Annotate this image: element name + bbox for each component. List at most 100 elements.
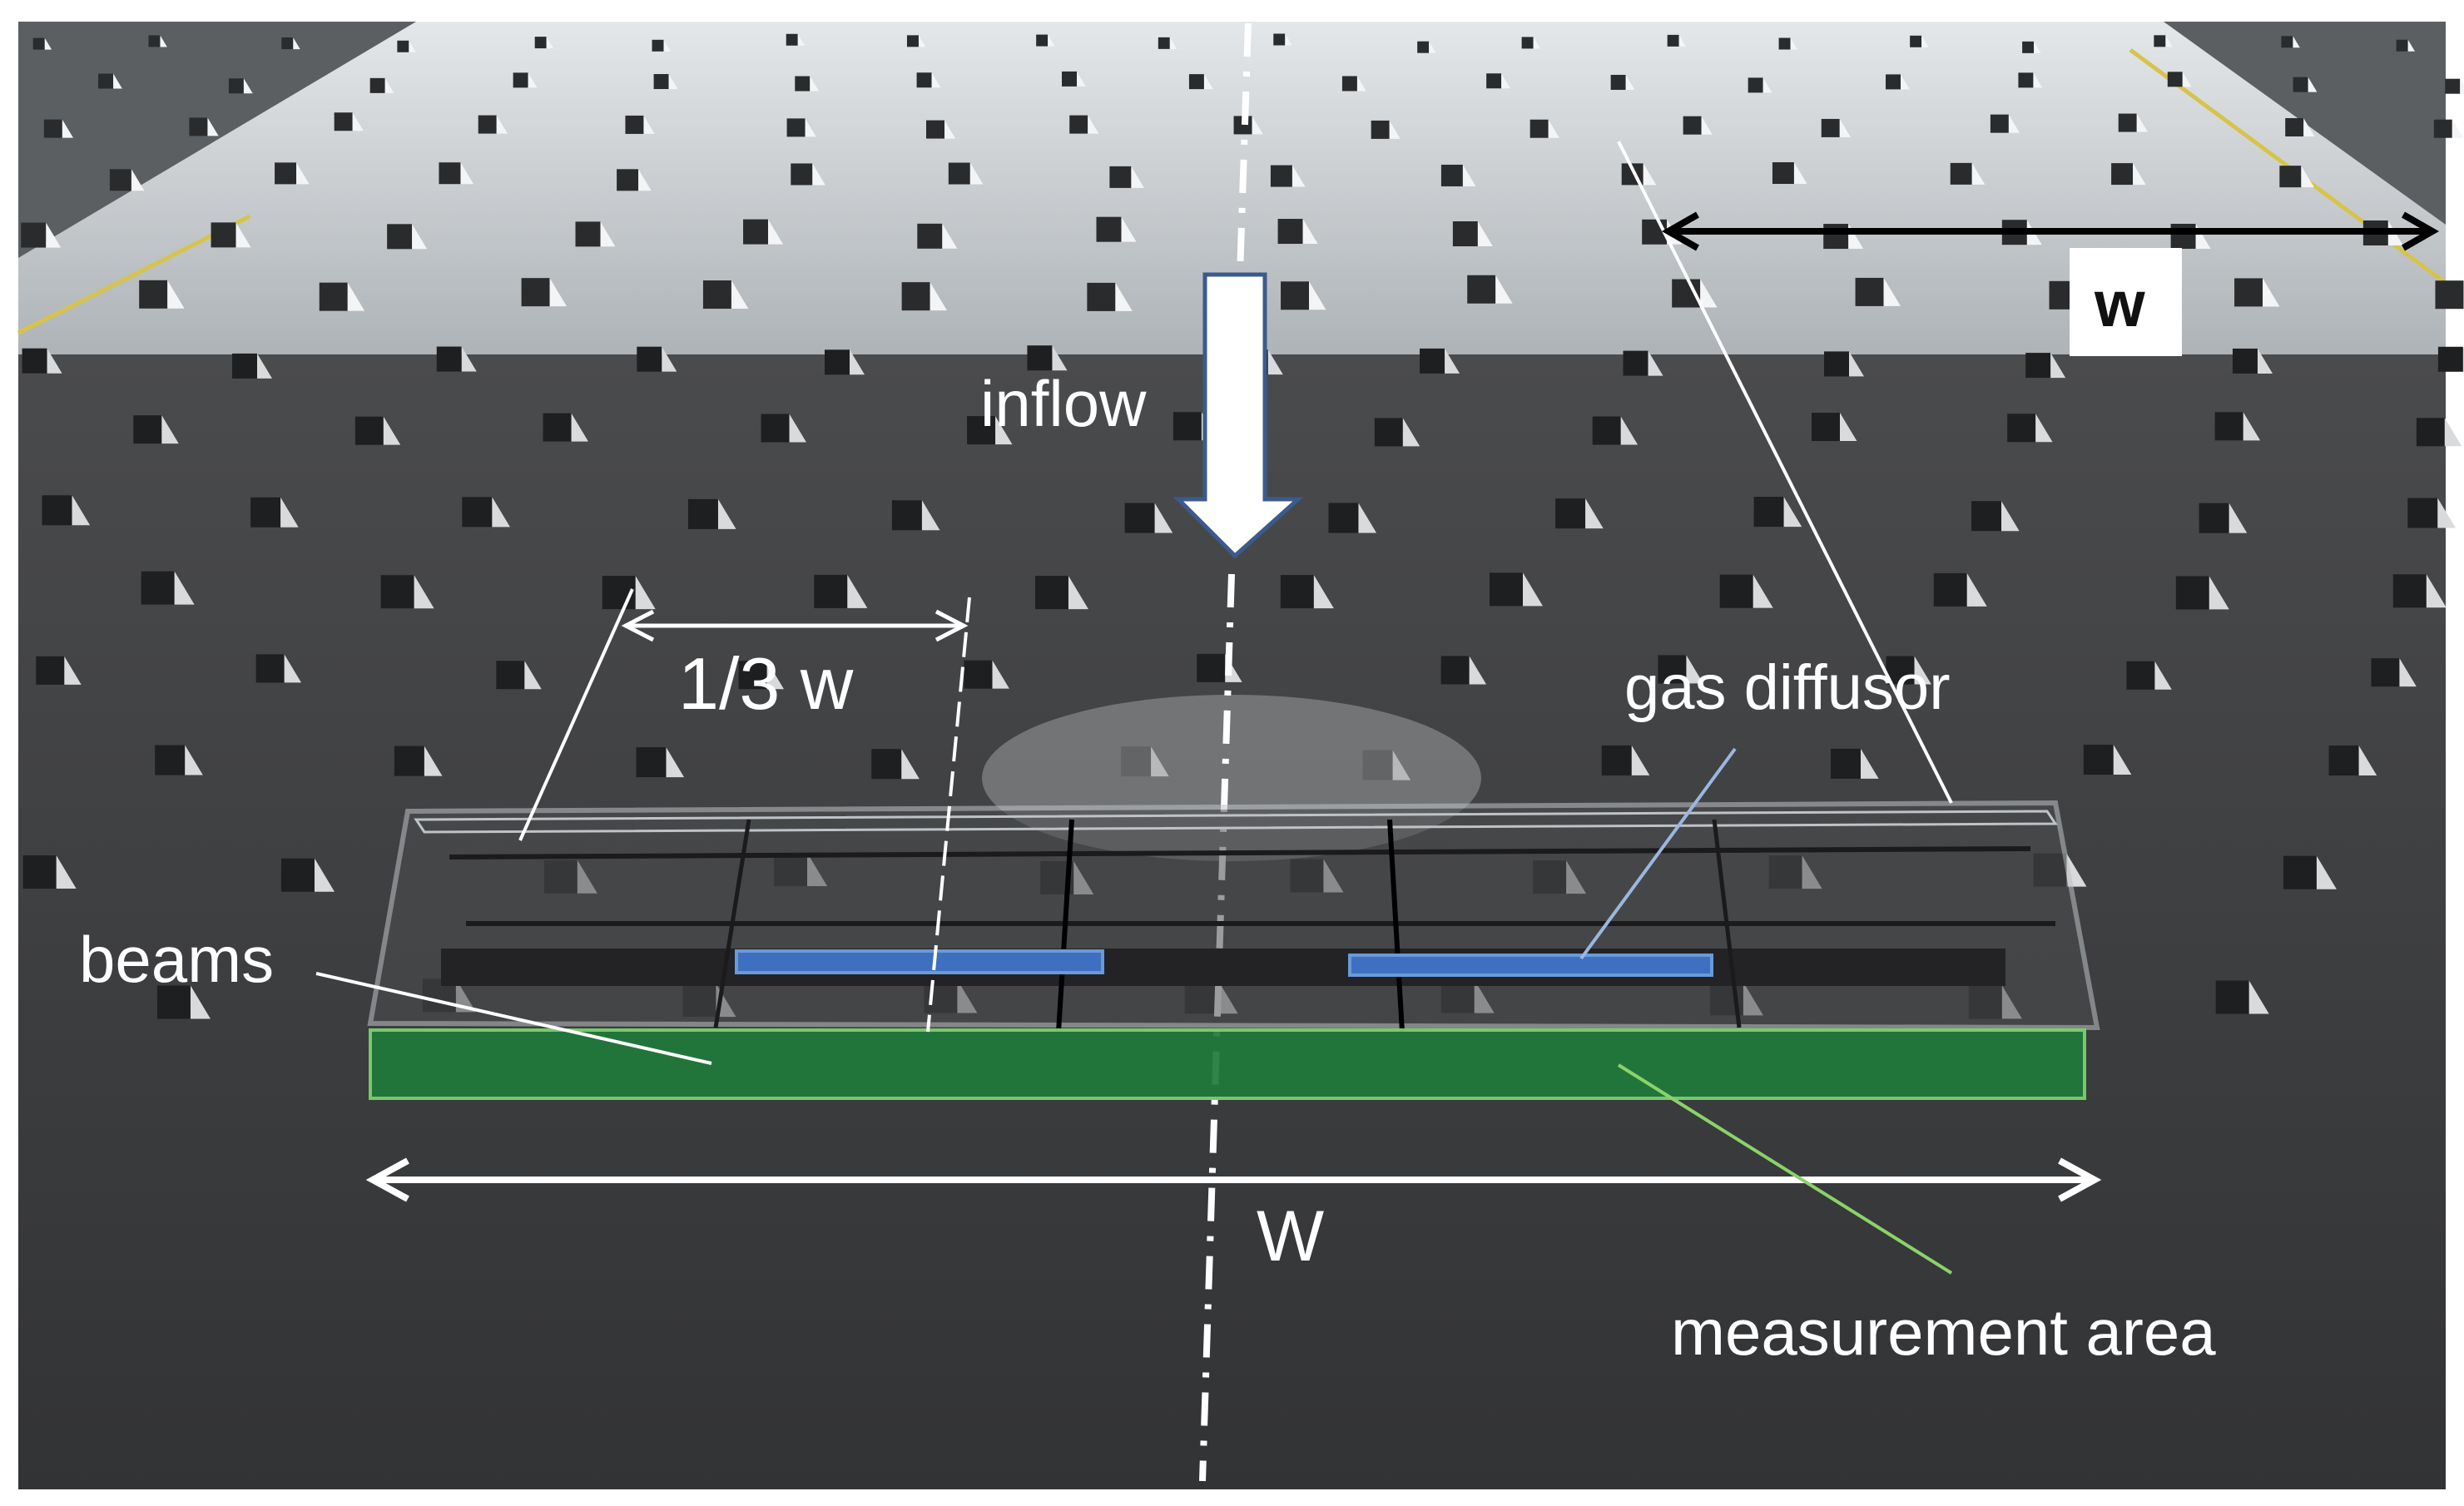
roughness-block-shadow — [1753, 574, 1773, 608]
roughness-block-shadow — [1793, 162, 1807, 185]
roughness-block — [1486, 73, 1502, 89]
roughness-block — [1188, 74, 1204, 90]
roughness-block — [369, 77, 385, 93]
roughness-block-shadow — [789, 414, 806, 443]
roughness-block-shadow — [731, 280, 749, 310]
w-top-label: w — [2094, 267, 2145, 340]
roughness-block — [1601, 745, 1632, 775]
roughness-block — [1371, 120, 1390, 139]
roughness-block-shadow — [1631, 745, 1650, 775]
centerline-bottom — [1199, 573, 1235, 1482]
roughness-block-shadow — [1625, 74, 1635, 90]
roughness-block-shadow — [1445, 348, 1460, 374]
roughness-block-shadow — [1121, 216, 1137, 242]
roughness-block — [1062, 71, 1078, 87]
roughness-block-shadow — [930, 282, 948, 311]
roughness-block-shadow — [2308, 77, 2318, 92]
roughness-block-shadow — [666, 747, 685, 778]
roughness-block — [1440, 656, 1470, 685]
roughness-block — [1158, 37, 1170, 49]
roughness-block — [1281, 281, 1310, 310]
roughness-block — [334, 112, 353, 131]
roughness-block-shadow — [1883, 277, 1901, 306]
roughness-block — [1555, 498, 1586, 529]
roughness-block — [478, 115, 497, 134]
roughness-block — [2407, 498, 2438, 528]
roughness-block-shadow — [2113, 745, 2132, 775]
measurement-leader — [1617, 1063, 1953, 1275]
roughness-block — [2416, 418, 2445, 447]
roughness-block-shadow — [460, 162, 474, 185]
roughness-block — [1683, 116, 1702, 135]
roughness-block-shadow — [314, 858, 335, 892]
roughness-block — [2025, 353, 2051, 379]
roughness-block-shadow — [1790, 37, 1797, 50]
roughness-block — [2215, 980, 2249, 1014]
roughness-block — [211, 222, 236, 248]
roughness-block — [2371, 658, 2400, 687]
roughness-block — [1417, 41, 1430, 53]
roughness-block — [1069, 115, 1088, 134]
roughness-block-shadow — [2243, 412, 2261, 441]
roughness-block-shadow — [2301, 166, 2314, 188]
roughness-block — [702, 280, 731, 310]
roughness-block — [36, 656, 65, 685]
roughness-block — [1124, 503, 1155, 533]
roughness-block — [148, 35, 161, 47]
roughness-block — [916, 72, 932, 88]
roughness-block — [2022, 41, 2035, 53]
roughness-block-shadow — [635, 576, 656, 610]
roughness-block-shadow — [2035, 414, 2053, 443]
roughness-block — [2170, 223, 2196, 249]
roughness-block — [636, 747, 667, 778]
roughness-block — [1823, 351, 1849, 377]
roughness-block-shadow — [235, 222, 251, 248]
roughness-block-shadow — [161, 415, 179, 444]
roughness-block — [786, 33, 798, 46]
roughness-block — [2433, 119, 2452, 138]
roughness-block — [1328, 503, 1359, 533]
roughness-block — [42, 495, 72, 526]
roughness-block — [1933, 572, 1967, 607]
roughness-block — [1778, 37, 1791, 50]
roughness-block-shadow — [56, 855, 77, 889]
roughness-block — [617, 169, 639, 191]
roughness-block — [814, 574, 848, 608]
gas-diffusor-label: gas diffusor — [1624, 652, 1951, 723]
roughness-block — [1374, 418, 1403, 447]
roughness-block — [228, 78, 244, 94]
roughness-block — [1341, 76, 1357, 92]
roughness-block — [2234, 278, 2263, 307]
roughness-block-shadow — [2426, 574, 2447, 608]
roughness-block — [436, 346, 462, 372]
roughness-block-shadow — [918, 35, 926, 47]
roughness-block-shadow — [717, 498, 736, 529]
roughness-block — [380, 575, 414, 609]
roughness-block-shadow — [992, 660, 1009, 689]
roughness-block — [1452, 221, 1478, 247]
roughness-block — [1623, 350, 1648, 376]
gas-diffusor-right — [1348, 954, 1713, 977]
roughness-block-shadow — [296, 162, 310, 185]
gas-diffusor-left — [735, 949, 1104, 974]
roughness-block — [1027, 345, 1053, 371]
one-third-w-label: 1/3 w — [678, 642, 854, 725]
roughness-block-shadow — [1585, 498, 1604, 529]
roughness-block — [1719, 574, 1753, 608]
roughness-block-shadow — [412, 224, 428, 250]
centerline-top — [1237, 22, 1252, 275]
roughness-block-shadow — [995, 416, 1013, 445]
roughness-block — [109, 169, 131, 191]
roughness-block-shadow — [524, 661, 542, 690]
roughness-block — [43, 119, 62, 138]
roughness-block-shadow — [1068, 576, 1088, 610]
roughness-block-shadow — [257, 353, 273, 379]
roughness-block-shadow — [931, 72, 941, 88]
roughness-block — [637, 346, 662, 372]
roughness-block — [1950, 162, 1972, 185]
roughness-block-shadow — [347, 282, 365, 311]
roughness-block — [319, 282, 348, 311]
roughness-block — [1592, 416, 1621, 445]
roughness-block-shadow — [600, 221, 616, 247]
